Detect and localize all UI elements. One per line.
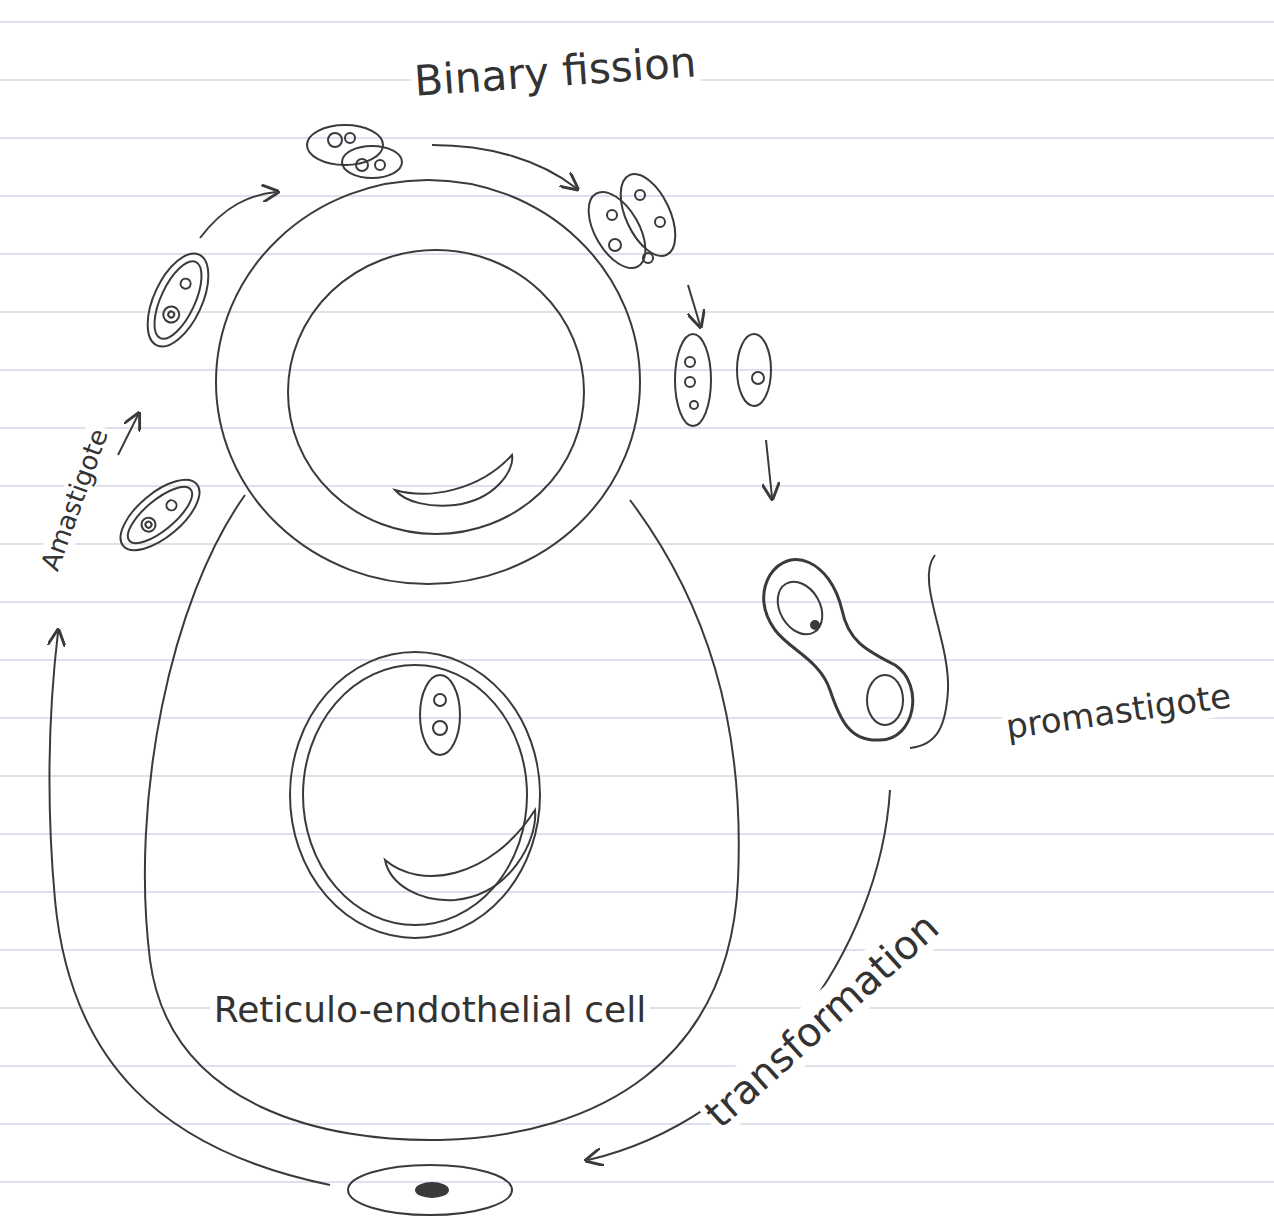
label-arrow (118, 415, 138, 455)
cell-part (385, 810, 535, 900)
cell-part (395, 455, 512, 506)
cycle-arrow (688, 285, 700, 325)
cycle-arrow (200, 192, 276, 238)
flagellate-form (348, 1165, 512, 1215)
daughter-amastigotes (675, 334, 771, 426)
cell-part (216, 180, 640, 584)
cell-part (288, 250, 584, 534)
cycle-arrow (766, 440, 772, 497)
cell-label: Reticulo-endothelial cell (210, 986, 650, 1033)
amastigote (109, 467, 211, 562)
dividing-amastigote (307, 125, 402, 178)
bracket (910, 555, 948, 748)
process-label: transformation (694, 901, 950, 1138)
cell-part (434, 694, 446, 706)
cell-part (145, 495, 739, 1140)
cell-part (290, 652, 540, 938)
cell-part (420, 675, 460, 755)
reticulo-endothelial-cell: Reticulo-endothelial cell (130, 170, 750, 1155)
cell-part (433, 721, 447, 735)
amastigote (135, 245, 221, 356)
process-label: Binary fission (409, 38, 700, 106)
cycle-arrow (49, 632, 330, 1185)
dividing-promastigote (764, 560, 913, 741)
dividing-amastigote (577, 166, 687, 278)
stage-label: promastigote (1000, 676, 1236, 747)
stage-label: Amastigote (35, 422, 116, 578)
